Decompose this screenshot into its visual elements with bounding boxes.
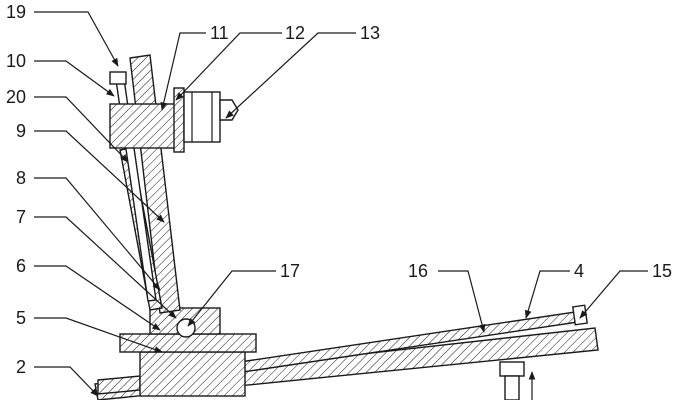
callout-8: 8 [16,168,26,188]
callout-6: 6 [16,256,26,276]
roller-17 [176,318,196,338]
callout-20: 20 [6,87,26,107]
callout-4: 4 [574,261,584,281]
support-leg [499,361,525,400]
callout-12: 12 [285,23,305,43]
callout-19: 19 [6,2,26,22]
callout-11: 11 [210,23,229,43]
leader-lines [34,11,648,400]
callout-5: 5 [16,308,26,328]
callout-10: 10 [6,51,26,71]
top-cap-19 [109,71,127,85]
callout-13: 13 [360,23,380,43]
callout-9: 9 [16,121,26,141]
callout-15: 15 [652,261,672,281]
callout-2: 2 [16,357,26,377]
rail-end-cap [572,304,588,326]
motor-body [183,91,221,143]
callout-7: 7 [16,207,26,227]
slide-carriage [139,351,246,397]
rail-left-strip [97,375,141,395]
callout-16: 16 [408,261,428,281]
head-block [109,103,177,149]
callout-17: 17 [280,261,300,281]
